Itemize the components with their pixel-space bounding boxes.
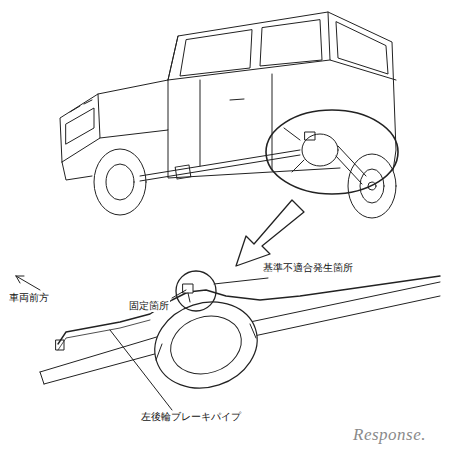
defect-location-label: 基準不適合発生箇所 xyxy=(262,262,354,274)
watermark: Response. xyxy=(352,425,427,445)
vehicle-drawing xyxy=(60,12,398,218)
vehicle-front-label: 車両前方 xyxy=(8,292,50,304)
rear-axle-detail xyxy=(16,271,440,410)
view-arrow xyxy=(236,200,304,266)
brake-pipe-label: 左後輪ブレーキパイプ xyxy=(140,411,242,423)
fixing-point-label: 固定箇所 xyxy=(128,300,170,312)
